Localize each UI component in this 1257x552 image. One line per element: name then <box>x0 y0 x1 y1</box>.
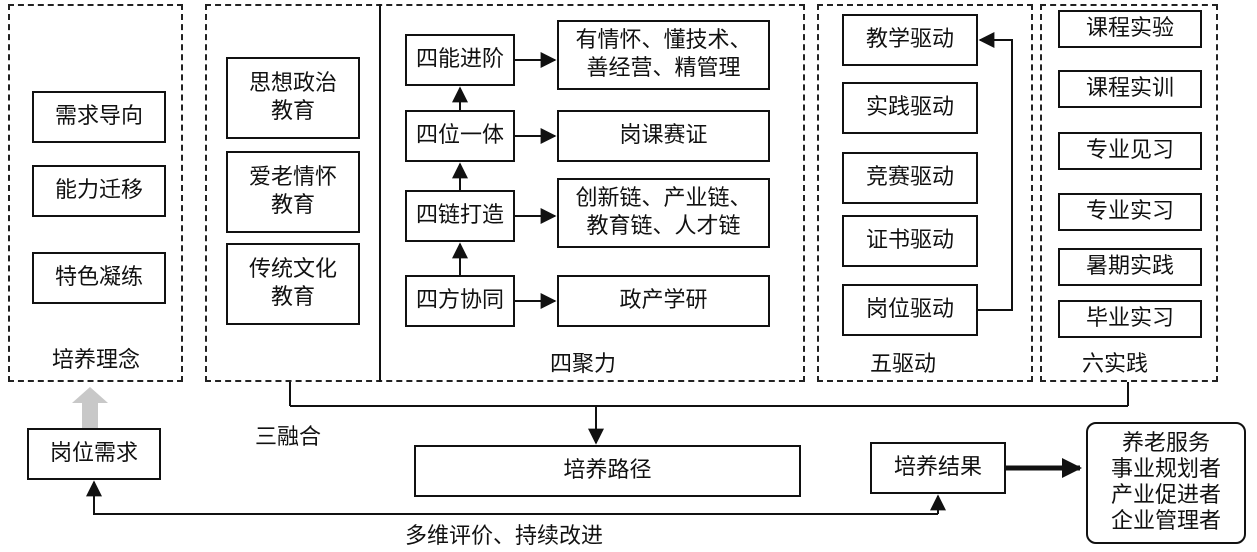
concept-item-features: 特色凝练 <box>32 252 166 304</box>
four-forces-result-government: 政产学研 <box>557 275 770 327</box>
practice-course-training: 课程实训 <box>1058 70 1202 108</box>
practice-summer: 暑期实践 <box>1058 248 1202 286</box>
six-practices-panel <box>1040 4 1218 382</box>
four-forces-step-chains: 四链打造 <box>405 190 515 242</box>
three-integration-panel <box>205 4 805 382</box>
four-forces-step-integrate: 四位一体 <box>405 110 515 162</box>
training-path-box: 培养路径 <box>414 445 801 497</box>
concept-item-transfer: 能力迁移 <box>32 165 166 217</box>
practice-course-experiment: 课程实验 <box>1058 10 1202 48</box>
three-integration-label: 三融合 <box>255 425 322 450</box>
feedback-loop-left <box>86 480 938 515</box>
education-ideological: 思想政治 教育 <box>226 57 360 139</box>
education-traditional-culture: 传统文化 教育 <box>226 243 360 325</box>
five-drivers-panel <box>817 4 1033 382</box>
driver-practice: 实践驱动 <box>842 82 978 134</box>
five-drivers-label: 五驱动 <box>870 352 937 377</box>
concept-item-demand: 需求导向 <box>32 91 166 143</box>
training-result-box: 培养结果 <box>870 442 1006 494</box>
training-concept-panel <box>8 4 183 382</box>
outcome-box: 养老服务 事业规划者 产业促进者 企业管理者 <box>1086 422 1246 544</box>
four-forces-step-collaborate: 四方协同 <box>405 275 515 327</box>
driver-competition: 竞赛驱动 <box>842 152 978 204</box>
training-concept-label: 培养理念 <box>52 348 141 373</box>
gray-arrow-head <box>72 387 108 403</box>
driver-certificate: 证书驱动 <box>842 215 978 267</box>
four-forces-result-post-course: 岗课赛证 <box>557 110 770 162</box>
practice-graduation: 毕业实习 <box>1058 300 1202 338</box>
practice-internship: 专业实习 <box>1058 193 1202 231</box>
practice-professional-visit: 专业见习 <box>1058 132 1202 170</box>
four-forces-result-qualities: 有情怀、懂技术、 善经营、精管理 <box>557 20 770 90</box>
driver-post: 岗位驱动 <box>842 284 978 336</box>
feedback-label: 多维评价、持续改进 <box>405 524 604 549</box>
six-practices-label: 六实践 <box>1082 352 1149 377</box>
four-forces-result-chains: 创新链、产业链、 教育链、人才链 <box>557 178 770 248</box>
gray-arrow-shaft <box>82 402 98 428</box>
four-forces-step-advance: 四能进阶 <box>405 34 515 86</box>
four-forces-label: 四聚力 <box>550 352 617 377</box>
job-demand-box: 岗位需求 <box>27 428 161 480</box>
arrow-driver-loop <box>978 32 1013 311</box>
driver-teaching: 教学驱动 <box>842 14 978 66</box>
education-elderly-care: 爱老情怀 教育 <box>226 151 360 233</box>
